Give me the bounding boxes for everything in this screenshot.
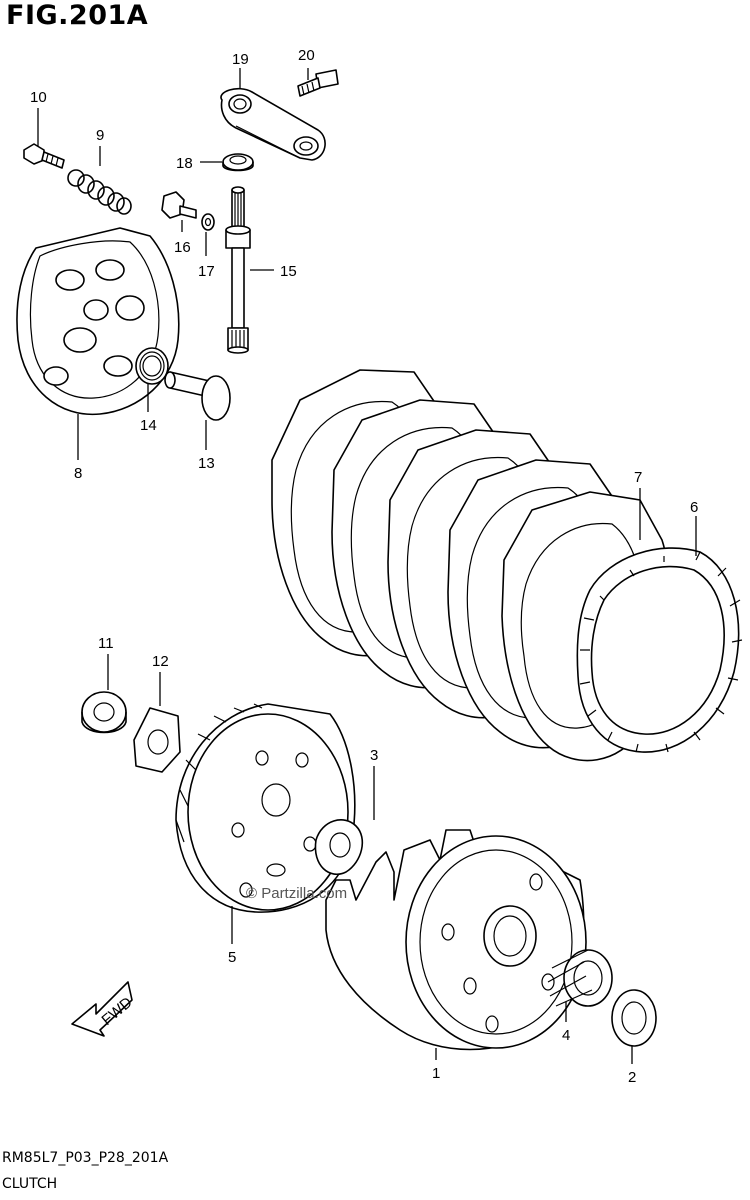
callout-6: 6 <box>690 499 698 516</box>
callout-20: 20 <box>298 47 315 64</box>
part-4-needle-bearing[interactable] <box>547 949 613 1007</box>
part-8-pressure-plate[interactable] <box>16 227 180 416</box>
part-1-clutch-housing[interactable] <box>325 829 587 1051</box>
figure-name: CLUTCH <box>2 1176 58 1192</box>
callout-4: 4 <box>562 1027 570 1044</box>
part-11-nut[interactable] <box>81 691 127 734</box>
part-18-bearing[interactable] <box>222 153 254 172</box>
part-9-spring[interactable] <box>67 169 132 215</box>
callout-16: 16 <box>174 239 191 256</box>
part-12-lock-washer[interactable] <box>133 707 181 773</box>
callout-17: 17 <box>198 263 215 280</box>
figure-code: RM85L7_P03_P28_201A <box>2 1150 169 1166</box>
callout-numbers: 19 20 18 15 16 17 10 9 8 14 13 7 6 11 12… <box>30 47 698 1086</box>
figure-title: FIG.201A <box>6 0 149 31</box>
callout-18: 18 <box>176 155 193 172</box>
part-19-release-arm[interactable] <box>220 87 326 161</box>
callout-13: 13 <box>198 455 215 472</box>
callout-14: 14 <box>140 417 157 434</box>
callout-3: 3 <box>370 747 378 764</box>
callout-15: 15 <box>280 263 297 280</box>
fwd-arrow-icon: FWD <box>71 981 136 1037</box>
callout-11: 11 <box>98 635 114 652</box>
leader-lines <box>37 68 697 1064</box>
callout-5: 5 <box>228 949 236 966</box>
part-5-sleeve-hub[interactable] <box>175 703 356 913</box>
part-2-washer[interactable] <box>611 989 657 1047</box>
watermark: © Partzilla.com <box>246 885 347 902</box>
callout-1: 1 <box>432 1065 440 1082</box>
callout-7: 7 <box>634 469 642 486</box>
callout-2: 2 <box>628 1069 636 1086</box>
callout-10: 10 <box>30 89 47 106</box>
part-13-push-piece[interactable] <box>164 371 231 421</box>
part-14-bearing[interactable] <box>135 347 169 385</box>
callout-19: 19 <box>232 51 249 68</box>
part-10-bolt[interactable] <box>23 143 65 169</box>
callout-8: 8 <box>74 465 82 482</box>
part-17-washer[interactable] <box>201 213 215 231</box>
part-20-bolt[interactable] <box>297 69 339 97</box>
part-15-release-shaft[interactable] <box>225 186 251 354</box>
part-16-bolt[interactable] <box>161 191 197 219</box>
callout-9: 9 <box>96 127 104 144</box>
part-3-washer[interactable] <box>314 819 364 875</box>
part-6-ring-plate[interactable] <box>576 547 743 753</box>
callout-12: 12 <box>152 653 169 670</box>
